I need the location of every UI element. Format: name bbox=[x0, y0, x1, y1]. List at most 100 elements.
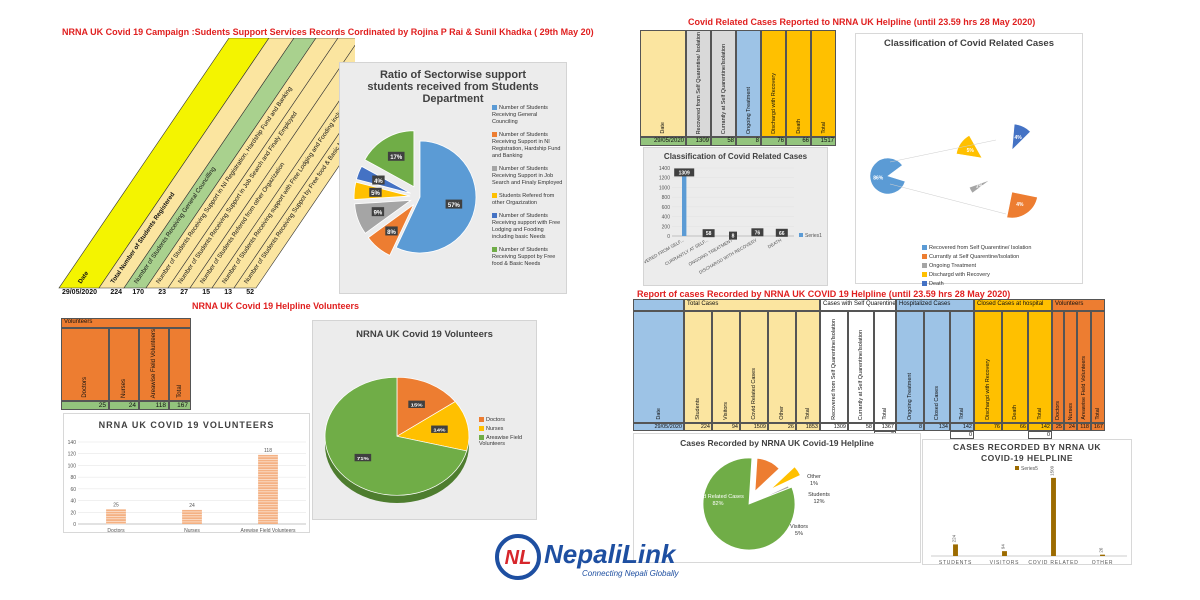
pie-label-pct: 82% bbox=[712, 501, 723, 507]
pie-slice bbox=[955, 134, 983, 159]
report-column: Death bbox=[1002, 311, 1028, 423]
y-tick-label: 80 bbox=[70, 475, 76, 481]
report-column: Date bbox=[633, 311, 684, 423]
report-group-header: Cases with Self Quarentine bbox=[820, 299, 896, 311]
report-column: Dischargd with Recovery bbox=[974, 311, 1002, 423]
report-group-label: Volunteers bbox=[1055, 301, 1084, 307]
legend-swatch bbox=[492, 105, 497, 111]
report-group-header: Total Cases bbox=[684, 299, 820, 311]
report-column-label: Date bbox=[655, 408, 662, 420]
legend-label: Recovered from Self Quarentine/ Isolatio… bbox=[929, 245, 1032, 251]
diag-row-value: 13 bbox=[224, 289, 232, 296]
covid-cases-title: Covid Related Cases Reported to NRNA UK … bbox=[688, 17, 1036, 27]
explode-line bbox=[889, 183, 1007, 215]
diag-row-value: 23 bbox=[158, 289, 166, 296]
covid-table-value: 29/05/2020 bbox=[640, 137, 686, 146]
legend-item: Dischargd with Recovery bbox=[922, 272, 1072, 278]
classification-pie: 86%4%1%5%4% bbox=[869, 123, 1038, 219]
diag-band bbox=[167, 38, 355, 289]
legend-item: Nurses bbox=[479, 426, 537, 432]
y-tick-label: 100 bbox=[68, 463, 77, 469]
data-label: 1509 bbox=[1050, 465, 1055, 476]
pie-slice bbox=[1011, 123, 1031, 151]
report-column: Students bbox=[684, 311, 712, 423]
legend-label: Number of Students Receiving support wit… bbox=[492, 213, 561, 240]
report-value: 94 bbox=[712, 423, 740, 431]
report-group-header: Hospitalized Cases bbox=[896, 299, 974, 311]
report-column-label: Total bbox=[1095, 408, 1101, 420]
pie-label: 5% bbox=[967, 148, 975, 154]
legend-item: Number of Students Receiving General Cou… bbox=[492, 105, 564, 126]
report-date-header bbox=[633, 299, 684, 311]
legend-swatch bbox=[479, 426, 484, 432]
legend-item: Students Refered from other Orgazization bbox=[492, 193, 564, 207]
legend-item: Number of Students Receiving Support in … bbox=[492, 166, 564, 187]
data-label: 58 bbox=[706, 231, 712, 237]
legend-label: Number of Students Receiving General Cou… bbox=[492, 105, 548, 125]
legend-label: Dischargd with Recovery bbox=[929, 272, 990, 278]
volunteers-value: 118 bbox=[139, 401, 169, 410]
covid-table-column: Currantly at Self Quarentine/Isolation bbox=[711, 30, 736, 137]
report-group-label: Closed Cases at hospital bbox=[977, 301, 1044, 307]
legend-swatch bbox=[922, 281, 927, 287]
x-tick-label: Arewise Field Volunteers bbox=[240, 528, 296, 534]
bar bbox=[682, 172, 687, 236]
x-tick-label: STUDENTS bbox=[939, 560, 972, 564]
volunteers-value: 24 bbox=[109, 401, 139, 410]
pie-slice bbox=[1006, 191, 1038, 219]
diag-band bbox=[189, 44, 355, 289]
report-value: 167 bbox=[1091, 423, 1105, 431]
cases-pie: Covid Related Cases82%Students12%Visitor… bbox=[692, 457, 830, 551]
student-records-title: NRNA UK Covid 19 Campaign :Sudents Suppo… bbox=[62, 27, 594, 37]
data-label-box bbox=[674, 168, 695, 177]
report-column-label: Students bbox=[695, 398, 701, 420]
report-value: 134 bbox=[924, 423, 950, 431]
legend-swatch bbox=[492, 166, 497, 172]
pie-label-box bbox=[445, 199, 463, 209]
report-group-label: Total Cases bbox=[687, 301, 719, 307]
volunteers-column: Nurses bbox=[109, 328, 139, 401]
covid-table-column-label: Death bbox=[795, 119, 802, 134]
sector-pie: 57%8%9%5%4%17% bbox=[353, 130, 477, 256]
covid-table-value: 1517 bbox=[811, 137, 836, 146]
report-value: 1367 bbox=[874, 423, 896, 431]
legend-swatch bbox=[1015, 466, 1019, 470]
pie-label: 9% bbox=[374, 211, 383, 217]
report-group-label: Hospitalized Cases bbox=[899, 301, 951, 307]
covid-table-column: Date bbox=[640, 30, 686, 137]
pie-label: 14% bbox=[433, 428, 445, 433]
covid-table-column: Dischargd with Recovery bbox=[761, 30, 786, 137]
report-column: Currantly at Self Quarentine/Isolation bbox=[848, 311, 874, 423]
y-tick-label: 1400 bbox=[659, 166, 670, 172]
diag-band bbox=[58, 38, 270, 289]
sector-ratio-chart: Ratio of Sectorwise support students rec… bbox=[339, 62, 567, 294]
covid-table-column: Ongoing Treatment bbox=[736, 30, 761, 137]
pie-slice bbox=[354, 199, 412, 234]
covid-table-column-label: Date bbox=[660, 122, 666, 134]
pie-label: Other bbox=[807, 474, 821, 480]
data-label-box bbox=[751, 228, 764, 237]
data-label: 76 bbox=[755, 230, 761, 236]
report-column-label: Total bbox=[882, 408, 888, 420]
pie-label: Students bbox=[808, 492, 830, 498]
volunteers-header-label: Volunteers bbox=[64, 319, 93, 325]
volunteers-value: 167 bbox=[169, 401, 191, 410]
legend-label: Series1 bbox=[805, 233, 822, 239]
report-extra-value: 0 bbox=[950, 431, 974, 439]
nepalilink-logo: NL NepaliLink Connecting Nepali Globally bbox=[494, 533, 734, 593]
pie-label-box bbox=[372, 175, 385, 185]
y-tick-label: 140 bbox=[68, 440, 77, 446]
pie-label-pct: 1% bbox=[810, 481, 818, 487]
pie-label-box bbox=[408, 400, 425, 408]
pie-slice bbox=[702, 457, 796, 551]
legend-label: Death bbox=[929, 281, 944, 287]
volunteer-pie-chart: NRNA UK Covid 19 Volunteers 15%14%71% Do… bbox=[312, 320, 537, 520]
report-column-label: Ongoing Treatment bbox=[907, 372, 913, 420]
data-label-box bbox=[702, 229, 715, 238]
y-tick-label: 0 bbox=[667, 234, 670, 240]
report-column-label: Areawise Field Volunteers bbox=[1081, 356, 1087, 420]
